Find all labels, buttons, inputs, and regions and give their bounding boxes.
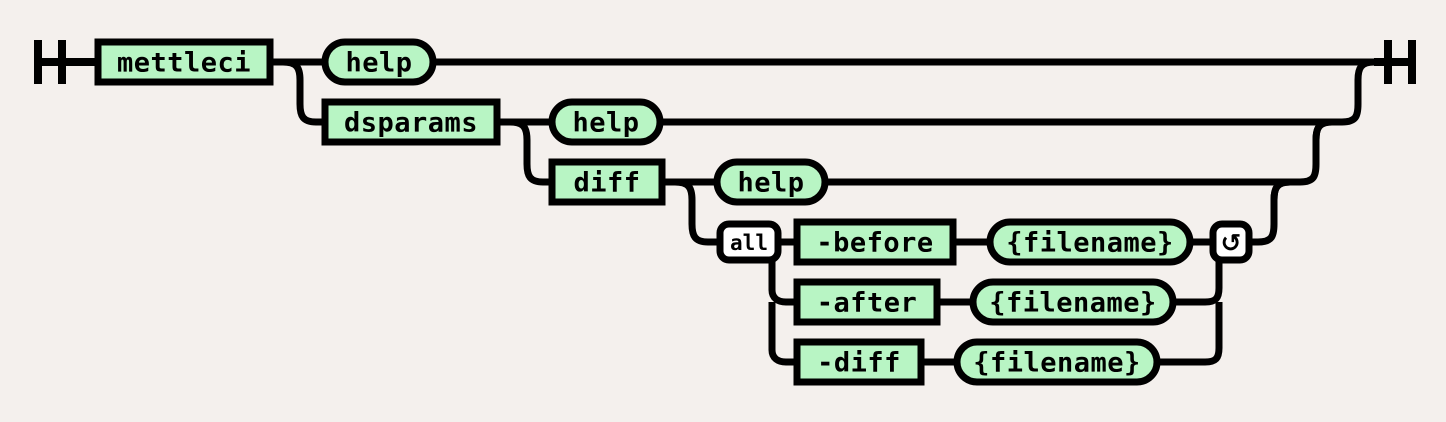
node-after-label: -after <box>817 288 918 319</box>
node-diff[interactable]: diff <box>548 158 666 206</box>
node-help-2-label: help <box>572 108 639 139</box>
node-mettleci[interactable]: mettleci <box>94 38 274 86</box>
end-marker <box>1374 40 1416 84</box>
start-marker <box>34 40 98 84</box>
node-filename-2[interactable]: {filename} <box>969 278 1177 326</box>
node-after[interactable]: -after <box>793 278 941 326</box>
node-before[interactable]: -before <box>793 218 957 266</box>
node-before-label: -before <box>816 228 933 259</box>
node-filename-2-label: {filename} <box>989 288 1157 319</box>
node-mettleci-label: mettleci <box>117 48 251 79</box>
node-loop[interactable]: ↺ <box>1209 220 1253 264</box>
node-filename-1[interactable]: {filename} <box>986 218 1194 266</box>
node-help-2[interactable]: help <box>548 98 664 146</box>
node-dsparams[interactable]: dsparams <box>321 98 501 146</box>
node-diff-flag-label: -diff <box>817 348 901 379</box>
node-all-label: all <box>730 231 768 255</box>
node-dsparams-label: dsparams <box>344 108 478 139</box>
node-help-3-label: help <box>737 168 804 199</box>
node-help-1[interactable]: help <box>321 38 437 86</box>
loop-icon: ↺ <box>1221 229 1242 258</box>
rail-lines <box>270 58 1378 366</box>
node-help-3[interactable]: help <box>713 158 829 206</box>
node-diff-flag[interactable]: -diff <box>793 338 925 386</box>
node-all[interactable]: all <box>716 220 782 264</box>
node-help-1-label: help <box>345 48 412 79</box>
node-filename-1-label: {filename} <box>1006 228 1174 259</box>
node-diff-label: diff <box>573 168 640 199</box>
node-filename-3[interactable]: {filename} <box>953 338 1161 386</box>
node-filename-3-label: {filename} <box>973 348 1141 379</box>
